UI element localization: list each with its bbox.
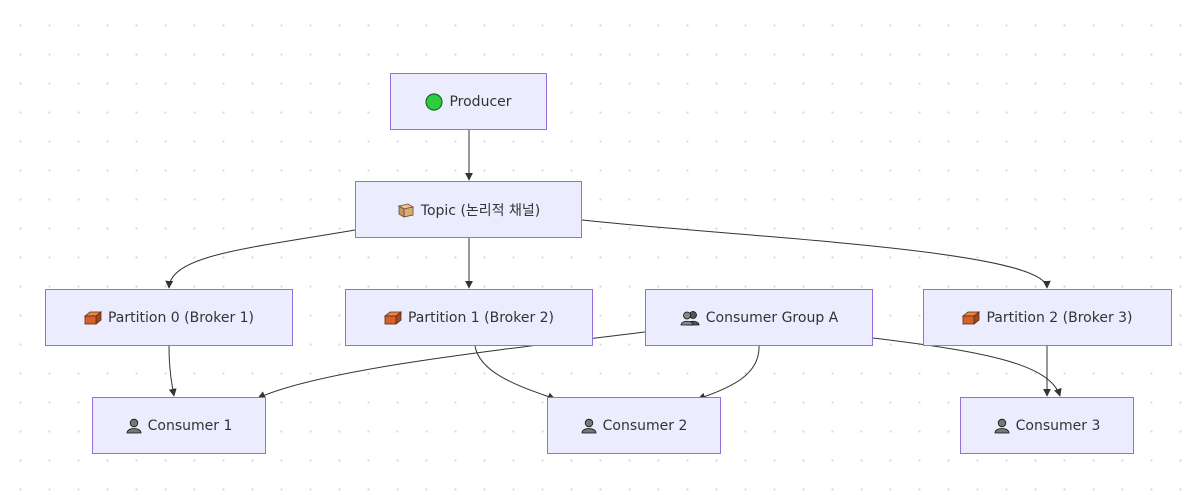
topic-node[interactable]: Topic (논리적 채널) xyxy=(355,181,582,238)
user-icon xyxy=(994,418,1010,434)
green-circle-icon xyxy=(425,92,444,111)
edge-group-consumer3 xyxy=(872,337,1062,397)
consumer2-node[interactable]: Consumer 2 xyxy=(547,397,721,454)
edge-group-consumer2 xyxy=(697,345,760,401)
brick-icon xyxy=(383,310,402,326)
package-icon xyxy=(397,201,415,219)
partition1-label: Partition 1 (Broker 2) xyxy=(407,309,555,326)
edge-topic-partition0 xyxy=(165,229,356,289)
brick-icon xyxy=(962,310,981,326)
brick-icon xyxy=(83,310,102,326)
consumer2-label: Consumer 2 xyxy=(602,417,688,434)
partition2-node[interactable]: Partition 2 (Broker 3) xyxy=(923,289,1172,346)
users-icon xyxy=(680,310,700,326)
consumer1-label: Consumer 1 xyxy=(147,417,233,434)
partition0-label: Partition 0 (Broker 1) xyxy=(107,309,255,326)
user-icon xyxy=(126,418,142,434)
user-icon xyxy=(581,418,597,434)
partition2-label: Partition 2 (Broker 3) xyxy=(986,309,1133,326)
edge-partition0-consumer1 xyxy=(168,345,177,397)
partition1-node[interactable]: Partition 1 (Broker 2) xyxy=(345,289,593,346)
consumer3-label: Consumer 3 xyxy=(1015,417,1101,434)
edge-partition1-consumer2 xyxy=(474,345,556,401)
topic-label: Topic (논리적 채널) xyxy=(420,202,541,219)
producer-node[interactable]: Producer xyxy=(390,73,547,130)
producer-label: Producer xyxy=(449,93,512,110)
consumer3-node[interactable]: Consumer 3 xyxy=(960,397,1134,454)
partition0-node[interactable]: Partition 0 (Broker 1) xyxy=(45,289,293,346)
consumer-group-label: Consumer Group A xyxy=(705,309,839,326)
consumer1-node[interactable]: Consumer 1 xyxy=(92,397,266,454)
edge-topic-partition2 xyxy=(581,219,1051,289)
consumer-group-node[interactable]: Consumer Group A xyxy=(645,289,873,346)
